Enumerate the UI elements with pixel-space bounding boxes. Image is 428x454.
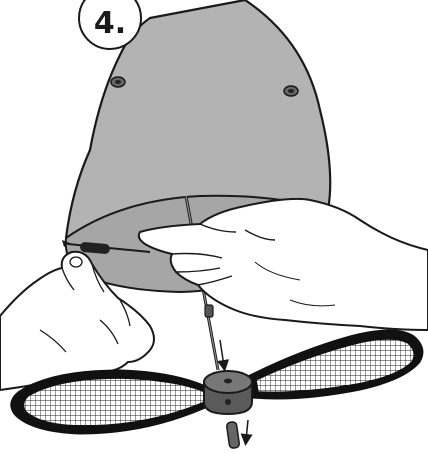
eyelet-left bbox=[110, 76, 126, 88]
hem-pin bbox=[62, 240, 151, 254]
eyelet-right bbox=[283, 85, 299, 97]
right-hand-icon bbox=[137, 197, 428, 332]
rod-clip bbox=[204, 304, 214, 318]
down-arrow-icon bbox=[240, 419, 253, 446]
insert-arrow-icon bbox=[217, 339, 230, 372]
lower-pin bbox=[226, 421, 240, 449]
hub-icon bbox=[203, 370, 253, 416]
step-number: 4. bbox=[78, 0, 142, 50]
